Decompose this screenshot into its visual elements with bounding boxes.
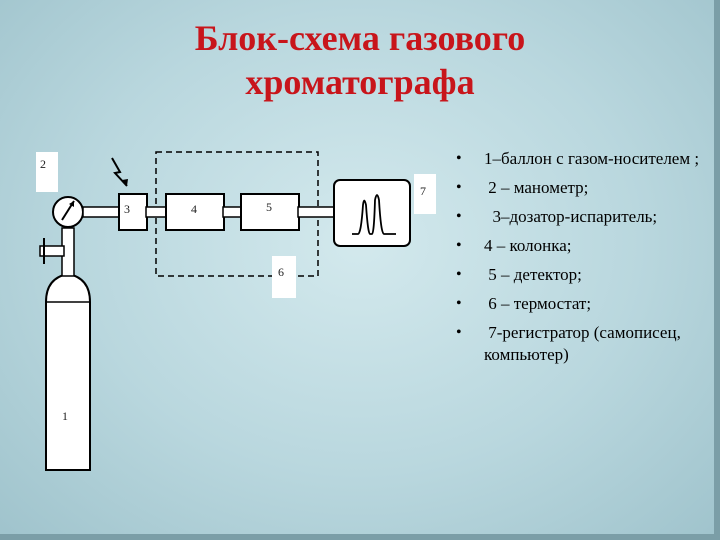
recorder-screen xyxy=(333,179,411,247)
label-1: 1 xyxy=(62,409,68,423)
label-3: 3 xyxy=(124,202,130,216)
legend-item-text: 5 – детектор; xyxy=(484,265,582,284)
recorder-label-box xyxy=(414,174,436,214)
legend-item: 5 – детектор; xyxy=(444,264,706,286)
legend-item-text: 3–дозатор-испаритель; xyxy=(484,207,658,226)
legend-item: 2 – манометр; xyxy=(444,177,706,199)
label-7: 7 xyxy=(420,184,426,198)
legend-item: 3–дозатор-испаритель; xyxy=(444,206,706,228)
legend-item-text: 6 – термостат; xyxy=(484,294,592,313)
pipe-manometer-doser xyxy=(82,206,121,218)
label-4: 4 xyxy=(191,202,197,216)
legend-list: 1–баллон с газом-носителем ; 2 – маномет… xyxy=(444,148,706,373)
manometer-label-box xyxy=(36,152,58,192)
pipe-detector-recorder xyxy=(297,206,335,218)
label-2: 2 xyxy=(40,157,46,171)
slide-title: Блок-схема газового хроматографа xyxy=(60,16,660,104)
detector-box xyxy=(240,193,300,231)
manometer-needle-tip xyxy=(69,201,74,207)
legend-item-text: 7-регистратор (самописец, компьютер) xyxy=(484,323,686,364)
legend-item: 1–баллон с газом-носителем ; xyxy=(444,148,706,170)
legend-item-text: 1–баллон с газом-носителем ; xyxy=(484,149,700,168)
title-line-2: хроматографа xyxy=(245,62,475,102)
lightning-arrow-icon xyxy=(122,179,128,186)
pipe-column-detector xyxy=(222,206,242,218)
legend-item: 6 – термостат; xyxy=(444,293,706,315)
legend-item-text: 2 – манометр; xyxy=(484,178,589,197)
pipe-doser-column xyxy=(145,206,167,218)
valve-pipe xyxy=(39,245,65,257)
chromatogram-peaks xyxy=(352,194,396,235)
column-box xyxy=(165,193,225,231)
doser-box xyxy=(118,193,148,231)
legend-item-text: 4 – колонка; xyxy=(484,236,572,255)
legend-item: 4 – колонка; xyxy=(444,235,706,257)
lightning-icon xyxy=(111,157,128,187)
label-5: 5 xyxy=(266,200,272,214)
title-line-1: Блок-схема газового xyxy=(194,18,526,58)
label-6: 6 xyxy=(278,265,284,279)
gas-cylinder xyxy=(45,272,91,471)
legend-item: 7-регистратор (самописец, компьютер) xyxy=(444,322,706,366)
thermostat-label-box xyxy=(272,256,296,298)
